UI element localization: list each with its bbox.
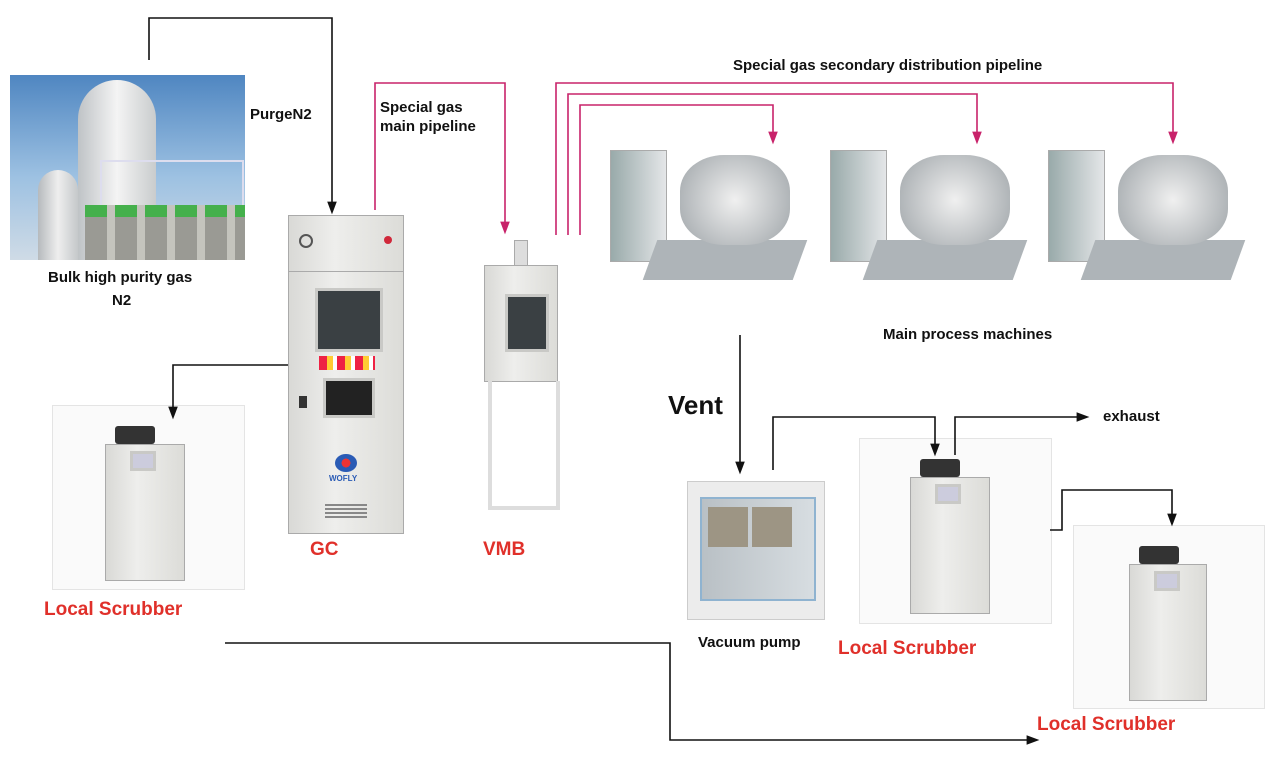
bulk-gas-tank-image: [10, 75, 245, 260]
process-machine-1: [610, 125, 810, 285]
secondary-pipeline-line-2: [567, 93, 982, 235]
local-scrubber-3-label: Local Scrubber: [1037, 714, 1176, 735]
vacuum-pump-image: [687, 481, 825, 620]
exhaust-line: [954, 412, 1090, 455]
brand-logo-text: WOFLY: [329, 474, 358, 483]
bottom-return-line: [225, 642, 1040, 745]
bulk-gas-label: Bulk high purity gas: [48, 269, 193, 286]
purge-n2-line: [148, 17, 337, 215]
gas-cabinet-gc: WOFLY: [288, 215, 404, 534]
wofly-logo: [335, 454, 357, 472]
vmb-label: VMB: [483, 539, 526, 560]
valve-manifold-box-vmb: [484, 240, 560, 510]
process-machine-3: [1048, 125, 1248, 285]
main-pipeline-label-line1: Special gas: [380, 99, 463, 116]
secondary-pipeline-line-3: [555, 82, 1178, 235]
purge-n2-label: PurgeN2: [250, 106, 312, 123]
vent-label: Vent: [668, 390, 723, 420]
gc-label: GC: [310, 539, 339, 560]
local-scrubber-2-label: Local Scrubber: [838, 638, 977, 659]
pump-to-scrubber-line: [772, 416, 940, 470]
main-pipeline-label: Special gas main pipeline: [380, 98, 476, 136]
main-pipeline-line: [374, 82, 510, 235]
local-scrubber-3-image: [1073, 525, 1265, 709]
scrubber-to-scrubber-line: [1050, 489, 1177, 531]
bulk-gas-n2-label: N2: [112, 292, 132, 309]
process-machine-2: [830, 125, 1030, 285]
secondary-pipeline-label: Special gas secondary distribution pipel…: [733, 57, 1043, 74]
local-scrubber-1-image: [52, 405, 245, 590]
exhaust-label: exhaust: [1103, 408, 1160, 425]
secondary-pipeline-line-1: [579, 104, 778, 235]
vacuum-pump-label: Vacuum pump: [698, 634, 801, 651]
gc-to-scrubber-line: [168, 364, 288, 420]
local-scrubber-1-label: Local Scrubber: [44, 599, 183, 620]
process-machines-label: Main process machines: [883, 326, 1053, 343]
main-pipeline-label-line2: main pipeline: [380, 118, 476, 135]
local-scrubber-2-image: [859, 438, 1052, 624]
